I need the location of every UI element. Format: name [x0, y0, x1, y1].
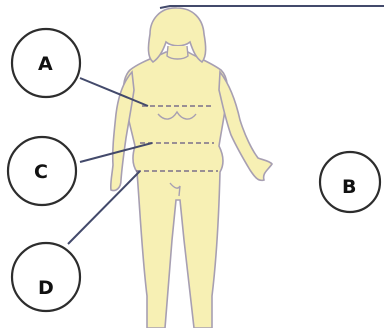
label-c: C — [8, 137, 76, 205]
female-figure — [111, 8, 272, 328]
label-d: D — [12, 243, 80, 311]
label-a-text: A — [38, 53, 53, 75]
label-d-text: D — [38, 277, 54, 299]
label-a: A — [12, 29, 80, 97]
label-c-text: C — [34, 161, 48, 183]
label-b-text: B — [342, 176, 356, 198]
leader-d — [68, 171, 140, 244]
left-arm — [111, 72, 134, 191]
label-b: B — [320, 152, 380, 212]
body-silhouette — [123, 52, 227, 328]
height-leader-line — [160, 6, 384, 8]
neck — [167, 46, 188, 59]
right-arm — [219, 72, 272, 180]
